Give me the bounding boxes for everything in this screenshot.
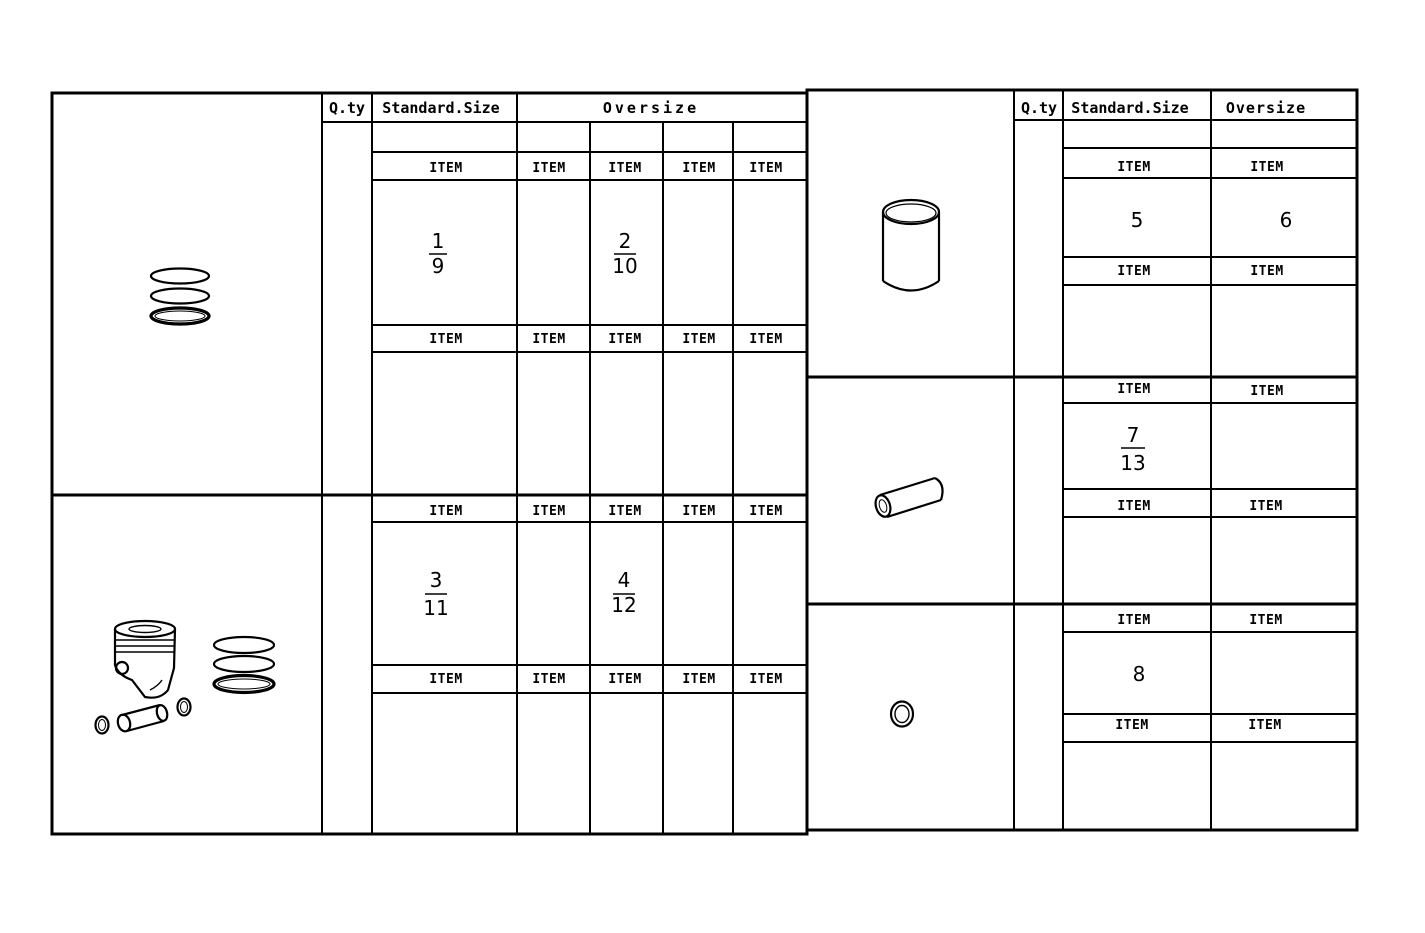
item-label: ITEM: [1250, 384, 1283, 399]
left-table-grid: [50, 91, 809, 836]
ref-rings-oversize: 2 10: [612, 229, 637, 278]
ref-liner-standard: 5: [1131, 208, 1144, 232]
item-label: ITEM: [429, 332, 462, 347]
right-oversize-header: Oversize: [1226, 99, 1306, 117]
right-standard-size-header: Standard.Size: [1071, 99, 1188, 117]
ref-bottom: 12: [611, 593, 636, 617]
item-label: ITEM: [1249, 499, 1282, 514]
ref-bottom: 11: [423, 596, 448, 620]
ref-bottom: 10: [612, 254, 637, 278]
item-label: ITEM: [532, 672, 565, 687]
item-label: ITEM: [429, 161, 462, 176]
item-label: ITEM: [608, 504, 641, 519]
ref-piston-oversize: 4 12: [611, 568, 636, 617]
ref-top: 7: [1127, 423, 1140, 447]
item-label: ITEM: [1250, 264, 1283, 279]
ref-liner-oversize: 6: [1280, 208, 1293, 232]
item-label: ITEM: [429, 504, 462, 519]
item-label: ITEM: [749, 161, 782, 176]
item-label: ITEM: [608, 161, 641, 176]
ref-top: 4: [618, 568, 631, 592]
item-label: ITEM: [1117, 264, 1150, 279]
item-label: ITEM: [1117, 499, 1150, 514]
item-label: ITEM: [532, 161, 565, 176]
left-qty-header: Q.ty: [329, 99, 365, 117]
item-label: ITEM: [1249, 613, 1282, 628]
ref-top: 3: [430, 568, 443, 592]
item-label: ITEM: [749, 504, 782, 519]
item-label: ITEM: [682, 672, 715, 687]
item-label: ITEM: [749, 332, 782, 347]
ref-rings-standard: 1 9: [429, 229, 447, 278]
item-label: ITEM: [682, 332, 715, 347]
ref-piston-standard: 3 11: [423, 568, 448, 620]
item-label: ITEM: [532, 504, 565, 519]
right-table-border: [805, 88, 1359, 832]
item-label: ITEM: [1117, 382, 1150, 397]
item-label: ITEM: [749, 672, 782, 687]
right-qty-header: Q.ty: [1021, 99, 1057, 117]
piston-rings-icon: [149, 267, 211, 326]
left-oversize-header: Oversize: [603, 99, 699, 117]
item-label: ITEM: [532, 332, 565, 347]
piston-assembly-icon: [94, 619, 276, 735]
item-label: ITEM: [1117, 160, 1150, 175]
ref-top: 1: [432, 229, 445, 253]
item-label: ITEM: [1250, 160, 1283, 175]
ref-top: 2: [619, 229, 632, 253]
item-label: ITEM: [608, 672, 641, 687]
ref-pin-standard: 7 13: [1120, 423, 1145, 475]
left-standard-size-header: Standard.Size: [382, 99, 499, 117]
item-label: ITEM: [429, 672, 462, 687]
item-label: ITEM: [682, 504, 715, 519]
circlip-icon: [889, 700, 915, 728]
piston-pin-icon: [874, 476, 944, 519]
left-table-border: [50, 91, 809, 836]
item-label: ITEM: [1248, 718, 1281, 733]
cylinder-liner-icon: [881, 198, 941, 292]
item-label: ITEM: [1115, 718, 1148, 733]
ref-clip-standard: 8: [1133, 662, 1146, 686]
item-label: ITEM: [1117, 613, 1150, 628]
item-label: ITEM: [682, 161, 715, 176]
item-label: ITEM: [608, 332, 641, 347]
ref-bottom: 13: [1120, 451, 1145, 475]
ref-bottom: 9: [432, 254, 445, 278]
right-table-grid: [805, 88, 1359, 832]
